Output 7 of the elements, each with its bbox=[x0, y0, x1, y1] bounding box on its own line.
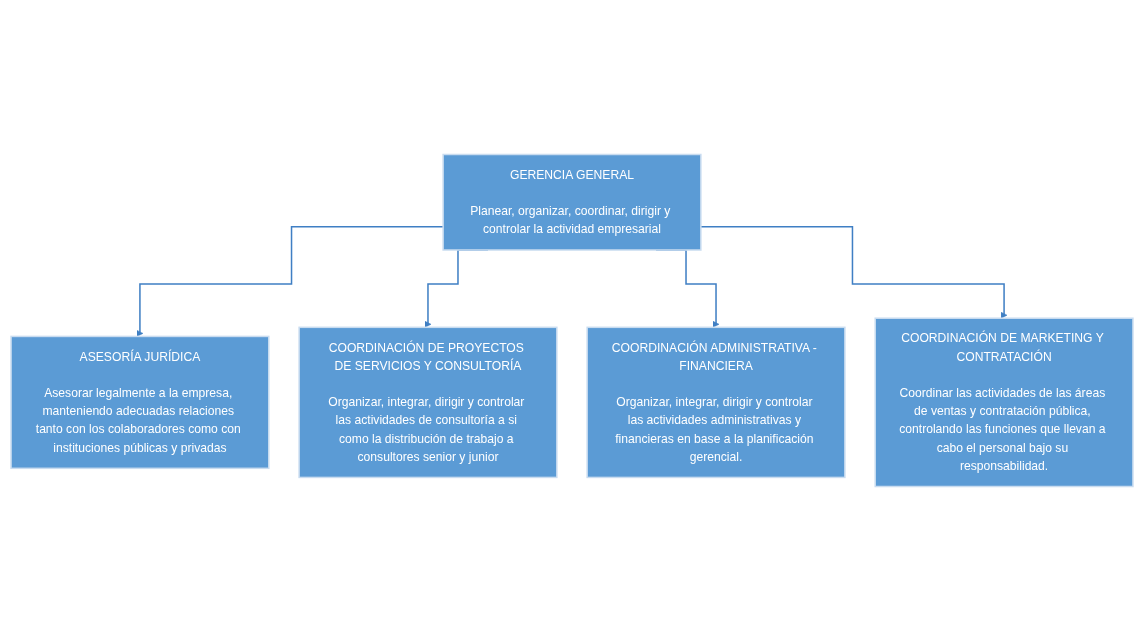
node-box bbox=[442, 153, 702, 251]
node-box bbox=[874, 317, 1134, 488]
node-box bbox=[586, 326, 846, 479]
arrow bbox=[700, 225, 1008, 319]
arrow bbox=[136, 225, 444, 337]
node-box bbox=[298, 326, 558, 479]
node-box bbox=[10, 335, 270, 470]
